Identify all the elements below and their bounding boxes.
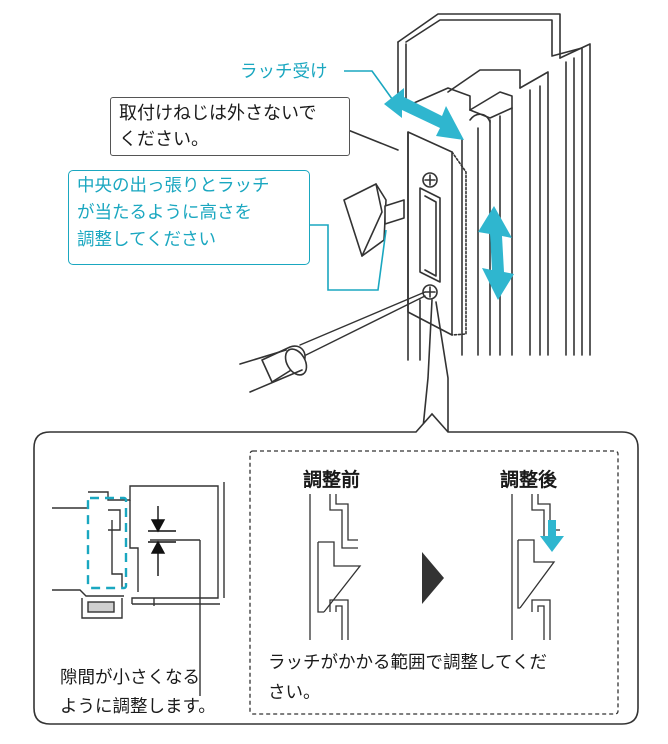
screwdriver-icon xyxy=(239,291,426,393)
triangle-arrow-icon xyxy=(422,552,444,604)
adjust-note: 中央の出っ張りとラッチ が当たるように高さを 調整してください xyxy=(68,170,310,265)
latch-receiver-label: ラッチ受け xyxy=(240,62,328,82)
double-arrow-icon-horizontal xyxy=(384,88,464,140)
double-arrow-icon-vertical xyxy=(478,206,514,300)
gap-indicator xyxy=(148,506,176,576)
door-frame xyxy=(397,13,591,356)
gap-caption-line-2: ように調整します。 xyxy=(60,697,216,717)
screw-note-line-1: 取付けねじは外さないで xyxy=(119,103,317,124)
detail-panel xyxy=(33,412,639,725)
gap-caption: 隙間が小さくなる ように調整します。 xyxy=(60,664,216,722)
range-caption-line-2: さい。 xyxy=(268,683,321,703)
gap-caption-line-1: 隙間が小さくなる xyxy=(60,668,200,688)
screw-icon-top xyxy=(422,172,438,188)
cross-section-drawing xyxy=(52,482,225,696)
adjust-note-line-3: 調整してください xyxy=(77,230,216,250)
screw-note-line-2: ください。 xyxy=(119,129,209,150)
before-title: 調整前 xyxy=(303,469,361,491)
adjust-note-line-1: 中央の出っ張りとラッチ xyxy=(77,176,270,196)
latch-receiver-plate xyxy=(407,131,467,361)
screw-icon-bottom xyxy=(422,284,438,300)
down-arrow-icon xyxy=(540,520,564,552)
before-diagram xyxy=(309,494,362,640)
range-caption-line-1: ラッチがかかる範囲で調整してくだ xyxy=(268,653,547,673)
range-caption: ラッチがかかる範囲で調整してくだ さい。 xyxy=(268,648,547,708)
focus-highlight xyxy=(86,496,128,590)
after-title: 調整後 xyxy=(500,469,558,491)
door-latch xyxy=(343,183,405,257)
screw-note: 取付けねじは外さないで ください。 xyxy=(110,97,350,156)
adjust-note-line-2: が当たるように高さを xyxy=(77,203,252,223)
